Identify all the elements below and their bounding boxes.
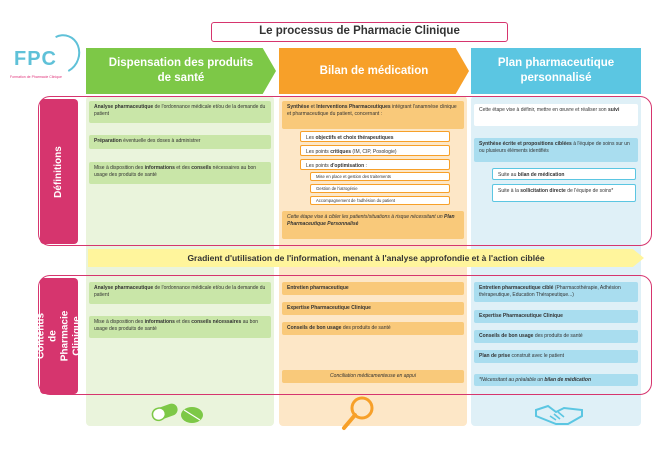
def-c2-sub1: Mise en place et gestion des traitements (310, 172, 450, 181)
page-title: Le processus de Pharmacie Clinique (211, 22, 508, 42)
cont-c1-analyse: Analyse pharmaceutique de l'ordonnance m… (89, 282, 271, 304)
magnifier-icon (342, 396, 374, 430)
cont-c1-informations: Mise à disposition des informations et d… (89, 316, 271, 338)
column-header-plan: Plan pharmaceutique personnalisé (471, 48, 641, 94)
def-c3-intro: Cette étape vise à définir, mettre en œu… (474, 104, 638, 126)
def-c1-analyse: Analyse pharmaceutique de l'ordonnance m… (89, 101, 271, 123)
def-c2-synthese: Synthèse et Interventions Pharmaceutique… (282, 101, 464, 129)
cont-c3-entretien-cible: Entretien pharmaceutique ciblé (Pharmaco… (474, 282, 638, 302)
cont-c3-footnote: *Nécessitant au préalable un bilan de mé… (474, 374, 638, 386)
pills-icon (151, 403, 203, 423)
def-c2-sub3: Accompagnement de l'adhésion du patient (310, 196, 450, 205)
cont-c3-expertise: Expertise Pharmaceutique Clinique (474, 310, 638, 323)
def-c2-critiques: Les points critiques (IM, CIP, Posologie… (300, 145, 450, 156)
fpc-logo: FPC Formation de Pharmacie Clinique (4, 20, 86, 79)
def-c2-sub2: Gestion de l'iatrogénie (310, 184, 450, 193)
cont-c2-conciliation: Conciliation médicamenteuse en appui (282, 370, 464, 383)
def-c2-footnote: Cette étape vise à cibler les patients/s… (282, 211, 464, 239)
definitions-label: Définitions (40, 99, 78, 244)
def-c3-suite-sollicitation: Suite à la sollicitation directe de l'éq… (492, 184, 636, 202)
def-c3-suite-bilan: Suite au bilan de médication (492, 168, 636, 180)
cont-c3-plan-prise: Plan de prise construit avec le patient (474, 350, 638, 363)
logo-text: FPC (14, 48, 57, 70)
def-c1-preparation: Préparation éventuelle des doses à admin… (89, 135, 271, 149)
cont-c2-expertise: Expertise Pharmaceutique Clinique (282, 302, 464, 315)
cont-c2-entretien: Entretien pharmaceutique (282, 282, 464, 295)
def-c3-synthese: Synthèse écrite et propositions ciblées … (474, 138, 638, 162)
cont-c3-conseils: Conseils de bon usage des produits de sa… (474, 330, 638, 343)
column-header-bilan: Bilan de médication (279, 48, 469, 94)
handshake-icon (535, 404, 583, 425)
logo-subtitle: Formation de Pharmacie Clinique (10, 75, 62, 79)
column-header-dispensation: Dispensation des produits de santé (86, 48, 276, 94)
def-c2-objectifs: Les objectifs et choix thérapeutiques (300, 131, 450, 142)
def-c2-optimisation: Les points d'optimisation : (300, 159, 450, 170)
contenus-label: Contenus de Pharmacie Clinique (35, 278, 82, 394)
def-c1-informations: Mise à disposition des informations et d… (89, 162, 271, 184)
definitions-frame (38, 96, 652, 246)
cont-c2-conseils: Conseils de bon usage des produits de sa… (282, 322, 464, 335)
contenus-frame (38, 275, 652, 395)
gradient-arrow: Gradient d'utilisation de l'information,… (88, 249, 644, 267)
